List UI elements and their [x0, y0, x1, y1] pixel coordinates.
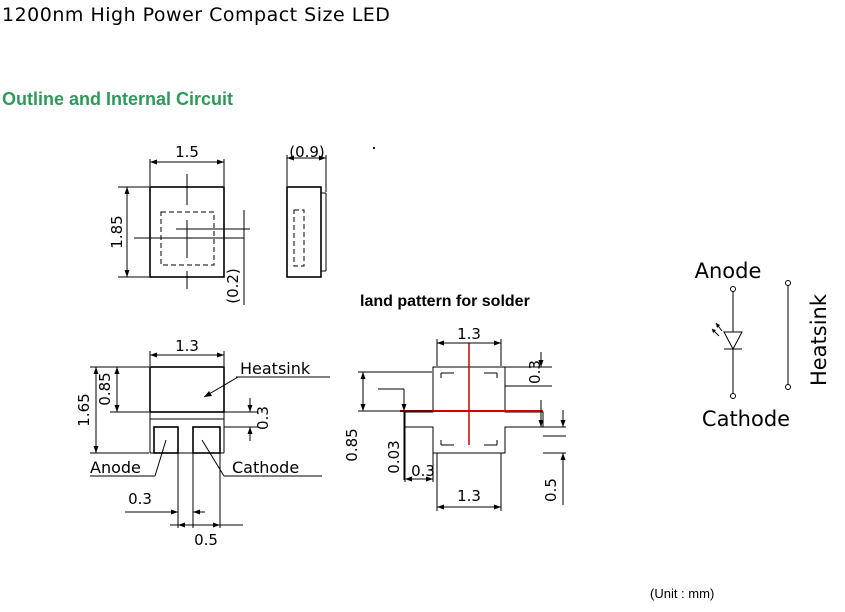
pad-width-label: 0.3: [128, 490, 152, 508]
circuit-heatsink-label: Heatsink: [807, 293, 831, 386]
land-right-bottom-label: 0.5: [542, 478, 560, 502]
land-left-height-label: 0.85: [343, 428, 361, 461]
circuit-cathode-label: Cathode: [702, 407, 790, 431]
land-bottom-width-label: 1.3: [457, 487, 481, 505]
side-view: (0.9): [286, 143, 376, 278]
light-emission-icon: [711, 322, 723, 337]
land-right-top-label: 0.3: [526, 360, 544, 384]
pad-pitch-label: 0.5: [194, 531, 218, 549]
top-width-label: 1.5: [175, 143, 199, 161]
land-left-small-label: 0.03: [385, 440, 403, 473]
internal-circuit: Anode Cathode Heatsink: [695, 259, 831, 431]
page-title: 1200nm High Power Compact Size LED: [2, 4, 391, 26]
side-thickness-label: (0.9): [289, 143, 325, 161]
top-offset-label: (0.2): [224, 268, 242, 304]
bottom-total-height-label: 1.65: [75, 393, 93, 426]
bottom-gap-label: 0.3: [254, 406, 272, 430]
bottom-width-label: 1.3: [175, 337, 199, 355]
land-top-width-label: 1.3: [457, 325, 481, 343]
unit-note: (Unit : mm): [650, 586, 715, 601]
anode-label: Anode: [90, 458, 141, 477]
section-title: Outline and Internal Circuit: [2, 89, 234, 109]
circuit-anode-label: Anode: [695, 259, 762, 283]
top-height-label: 1.85: [108, 215, 126, 248]
heatsink-label: Heatsink: [240, 359, 311, 378]
land-pattern: 1.3 0.3 0.5 0.85 0.03 0.3: [343, 325, 566, 511]
bottom-view: 1.3 1.65 0.85 0.3 Heatsink Anode Cathode: [75, 337, 330, 549]
bottom-upper-height-label: 0.85: [96, 372, 114, 405]
land-bottom-small-label: 0.3: [411, 462, 435, 480]
top-view: 1.5 1.85 (0.2): [108, 143, 250, 305]
cathode-label: Cathode: [232, 458, 299, 477]
land-pattern-title: land pattern for solder: [360, 293, 530, 310]
